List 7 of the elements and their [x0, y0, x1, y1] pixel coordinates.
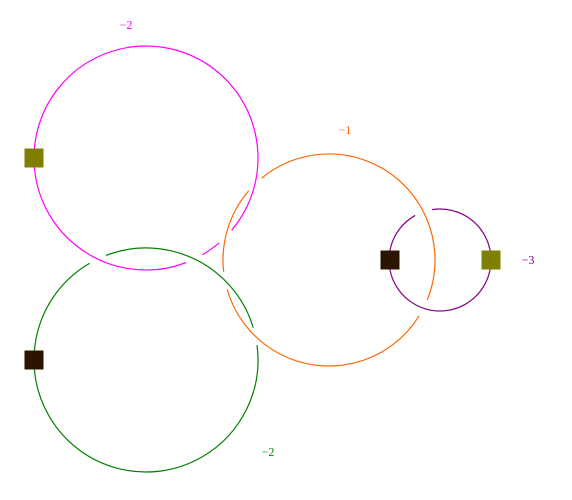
number-label: −2 — [262, 448, 274, 456]
square-marker — [24, 350, 44, 370]
square-marker — [24, 148, 44, 168]
number-label: −1 — [339, 126, 351, 134]
square-marker — [482, 250, 500, 270]
number-label: −3 — [522, 256, 534, 264]
number-label: −2 — [120, 21, 132, 29]
